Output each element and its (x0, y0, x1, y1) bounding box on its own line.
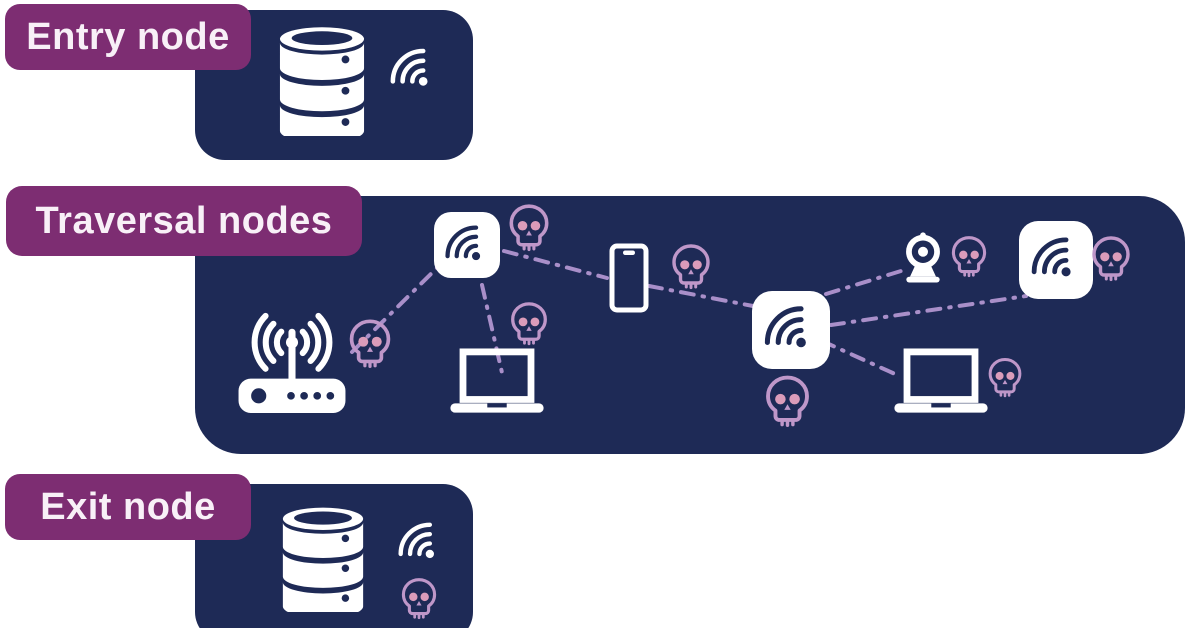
wifi-router-icon (236, 300, 348, 416)
access-point-center (752, 291, 830, 369)
webcam-icon (898, 227, 948, 289)
exit-node-label-text: Exit node (40, 485, 216, 528)
traversal-nodes-label-text: Traversal nodes (35, 199, 333, 242)
wifi-signal-icon (396, 518, 446, 568)
access-point-right (1019, 221, 1093, 299)
skull-icon (506, 300, 552, 346)
database-icon (281, 504, 365, 612)
exit-node-label: Exit node (5, 474, 251, 540)
database-icon (278, 24, 366, 136)
smartphone-icon (608, 243, 650, 313)
access-point-1 (434, 212, 500, 278)
entry-node-label: Entry node (5, 4, 251, 70)
skull-icon (504, 202, 554, 252)
wifi-signal-icon (1029, 231, 1084, 289)
wifi-signal-icon (762, 301, 820, 359)
laptop-icon (448, 348, 546, 416)
traversal-nodes-label: Traversal nodes (6, 186, 362, 256)
skull-icon (667, 242, 715, 290)
entry-node-label-text: Entry node (26, 15, 230, 58)
skull-icon (1087, 234, 1135, 282)
wifi-signal-icon (443, 221, 492, 270)
wifi-signal-icon (388, 44, 440, 96)
skull-icon (984, 356, 1026, 398)
skull-icon (397, 576, 441, 620)
skull-icon (760, 373, 815, 428)
skull-icon (947, 234, 991, 278)
skull-icon (344, 317, 396, 369)
laptop-icon (891, 348, 991, 416)
